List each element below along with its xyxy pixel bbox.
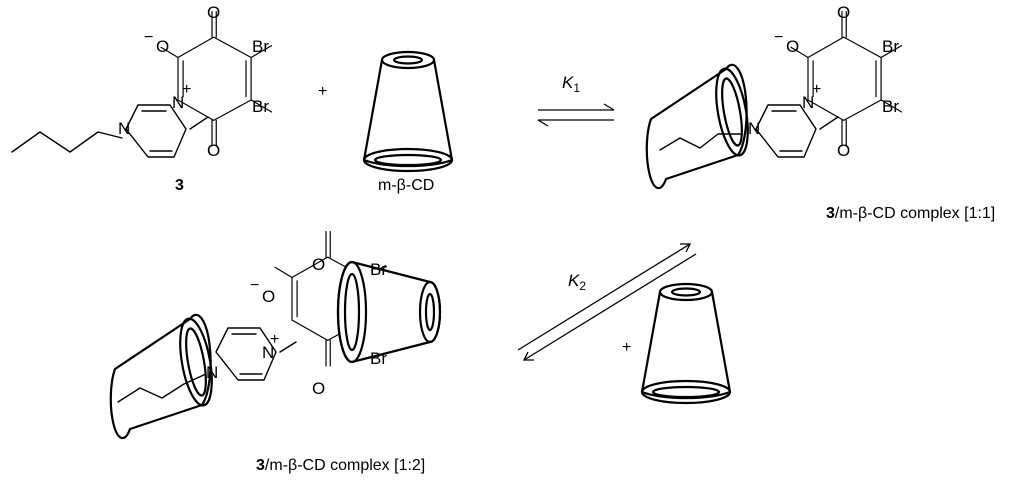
compound-3-structure: O − O O Br Br N N + [11, 3, 273, 160]
nitrogen-1-c2: N [206, 363, 218, 382]
bromine-top-c1: Br [882, 37, 899, 56]
host-name-label: m-β-CD [378, 177, 434, 194]
cyclodextrin-cone-horizontal [336, 260, 442, 364]
negative-charge: − [144, 29, 153, 46]
complex-1-1-structure: O − O O Br Br N N + [645, 3, 903, 190]
equilibrium-arrow-k1 [537, 103, 615, 127]
plus-sign-1: + [318, 83, 327, 100]
oxide-atom-label: O [156, 37, 169, 56]
bromine-bottom: Br [252, 97, 269, 116]
nitrogen-plus-c2: N [262, 343, 274, 362]
equilibrium-arrow-k2 [517, 243, 697, 361]
quinone-ring [160, 11, 273, 147]
cyclodextrin-cone [362, 50, 454, 173]
nitrogen-1-c1: N [748, 119, 760, 138]
butyl-chain-threaded-2 [117, 373, 207, 403]
negative-charge-c1: − [774, 29, 783, 46]
bromine-bottom-c1: Br [882, 97, 899, 116]
complex-1-1-label: 3/m-β-CD complex [1:1] [826, 205, 995, 222]
compound-3-label: 3 [175, 177, 184, 194]
cyclodextrin-cone-side [645, 63, 755, 190]
oxide-atom-label-c2: O [262, 287, 275, 306]
positive-charge: + [182, 81, 191, 98]
k1-label: K1 [562, 73, 580, 95]
bromine-top-c2: Br [370, 260, 387, 279]
k2-label: K2 [568, 271, 586, 293]
nitrogen-plus: N [172, 93, 184, 112]
positive-charge-c2: + [270, 331, 279, 348]
plus-sign-2: + [622, 339, 631, 356]
carbonyl-o-top-c2: O [312, 255, 325, 274]
bromine-top: Br [252, 37, 269, 56]
bromine-bottom-c2: Br [370, 349, 387, 368]
quinone-ring-complex-1 [790, 11, 903, 147]
cyclodextrin-cone-2 [640, 282, 732, 405]
butyl-chain [11, 131, 123, 153]
complex-1-2-label: 3/m-β-CD complex [1:2] [256, 457, 425, 474]
nitrogen-plus-c1: N [802, 93, 814, 112]
carbonyl-o-bottom-c1: O [837, 141, 850, 160]
positive-charge-c1: + [812, 81, 821, 98]
carbonyl-o-top-c1: O [837, 3, 850, 22]
oxide-atom-label-c1: O [786, 37, 799, 56]
carbonyl-o-top: O [207, 3, 220, 22]
nitrogen-1: N [118, 119, 130, 138]
carbonyl-o-bottom: O [207, 141, 220, 160]
carbonyl-o-bottom-c2: O [312, 379, 325, 398]
negative-charge-c2: − [250, 277, 259, 294]
imidazolium-ring-complex-1 [755, 104, 817, 158]
butyl-chain-threaded [659, 133, 743, 151]
imidazolium-ring [125, 104, 187, 158]
complex-1-2-structure: O − O O Br Br N N + [109, 231, 442, 440]
